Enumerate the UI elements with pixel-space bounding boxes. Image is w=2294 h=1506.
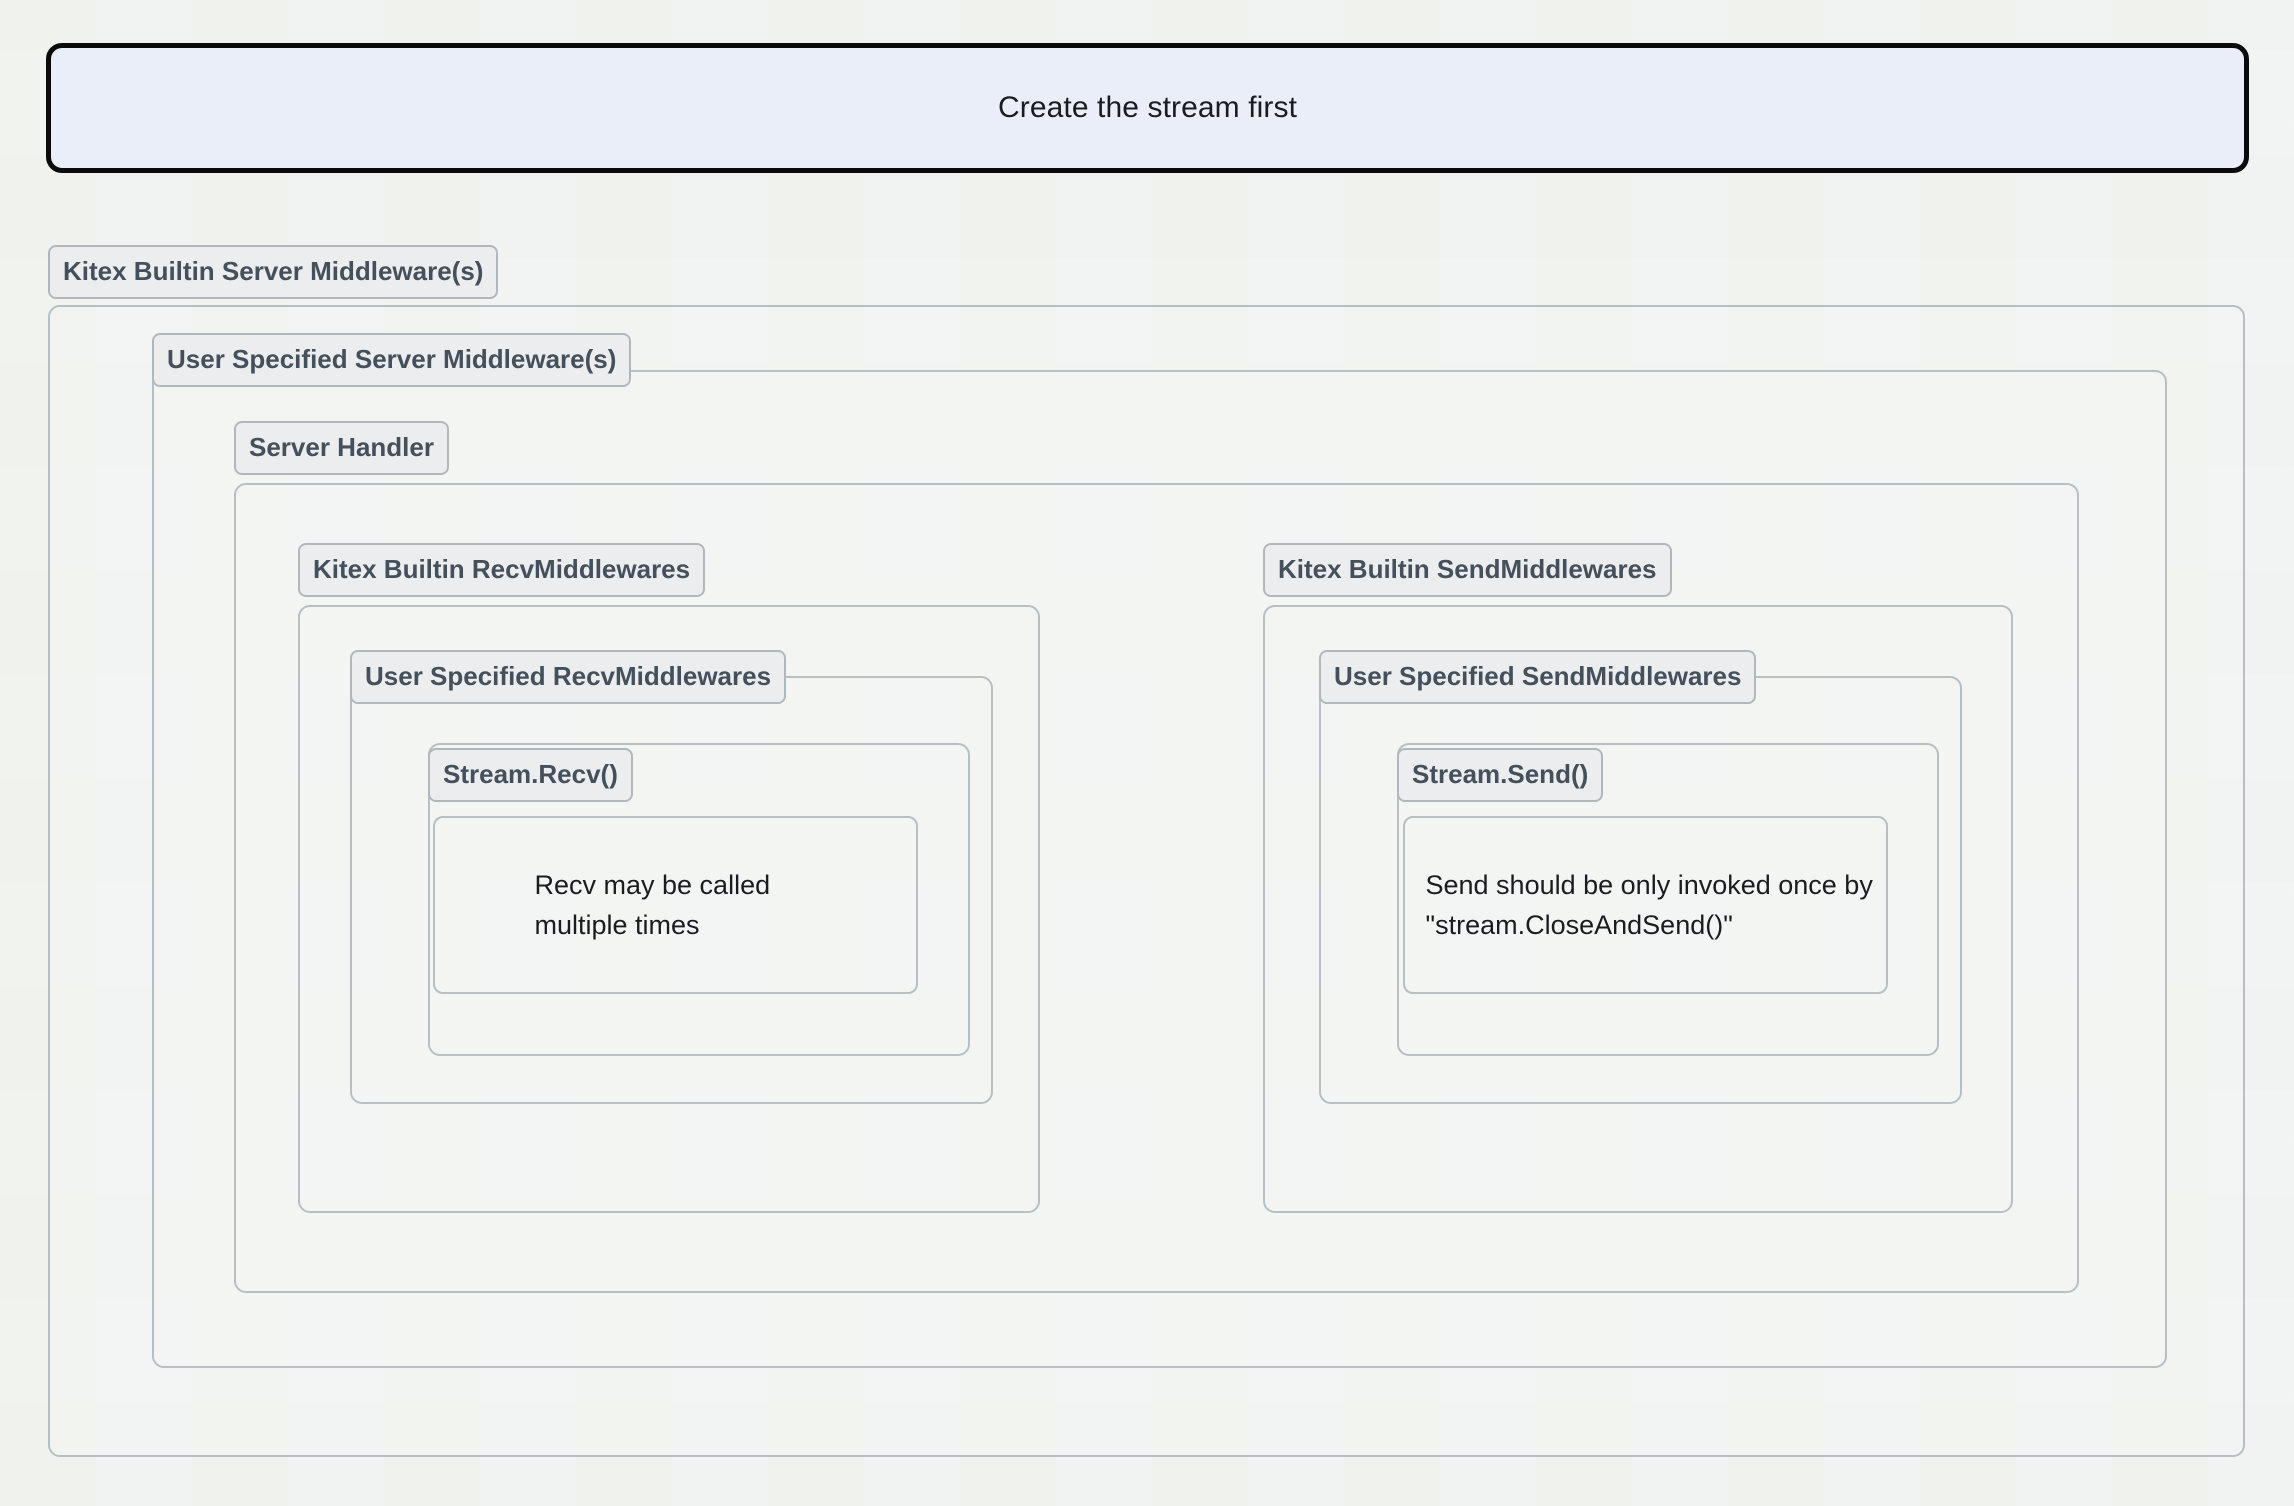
label-kitex-builtin-server-middleware: Kitex Builtin Server Middleware(s) xyxy=(48,245,499,299)
label-kitex-builtin-send-middlewares: Kitex Builtin SendMiddlewares xyxy=(1263,543,1672,597)
label-user-specified-recv-middlewares: User Specified RecvMiddlewares xyxy=(350,650,787,704)
label-kitex-builtin-recv-middlewares: Kitex Builtin RecvMiddlewares xyxy=(298,543,706,597)
label-stream-recv: Stream.Recv() xyxy=(428,748,633,802)
label-server-handler: Server Handler xyxy=(234,421,449,475)
note-send-text: Send should be only invoked once by "str… xyxy=(1425,869,1873,941)
label-user-specified-server-middleware: User Specified Server Middleware(s) xyxy=(152,333,632,387)
create-stream-banner-label: Create the stream first xyxy=(997,91,1298,124)
note-recv: Recv may be called multiple times xyxy=(433,816,918,994)
label-user-specified-send-middlewares: User Specified SendMiddlewares xyxy=(1319,650,1757,704)
note-recv-text: Recv may be called multiple times xyxy=(534,869,771,941)
create-stream-banner: Create the stream first xyxy=(46,43,2249,173)
label-stream-send: Stream.Send() xyxy=(1397,748,1604,802)
note-send: Send should be only invoked once by "str… xyxy=(1403,816,1888,994)
